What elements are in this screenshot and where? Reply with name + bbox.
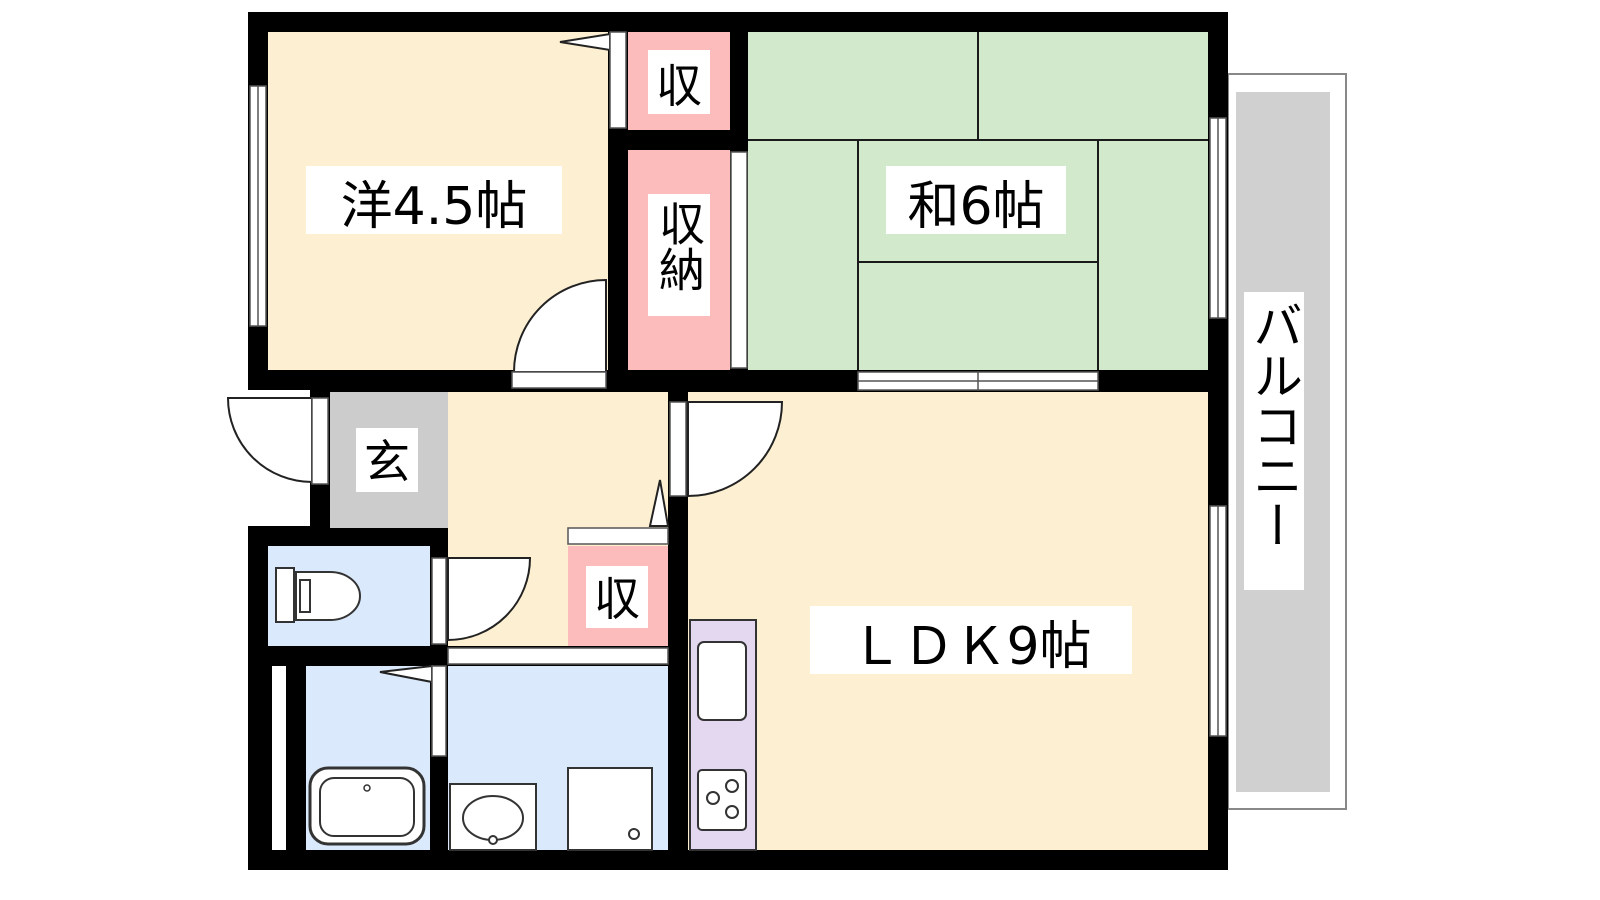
kitchen-counter <box>689 619 757 851</box>
label-closet-storage: 収納 <box>652 200 706 292</box>
balcony-label-bg <box>1244 292 1304 590</box>
label-bg-closet-storage <box>648 194 710 316</box>
toilet-fixture <box>275 567 361 623</box>
label-bg-ldk <box>810 606 1132 674</box>
kitchen-stove <box>697 769 747 831</box>
label-bg-japanese <box>886 166 1066 234</box>
door-closet-mid <box>648 479 670 527</box>
doors <box>226 32 784 684</box>
window-storage-side <box>730 151 748 369</box>
door-entrance <box>226 397 313 484</box>
wash-basin <box>449 783 537 851</box>
balcony: バルコニー <box>1227 73 1347 810</box>
balcony-label: バルコニー <box>1245 300 1303 550</box>
label-western: 洋4.5帖 <box>341 177 528 237</box>
tatami-lines <box>748 32 1208 370</box>
label-bg-entrance <box>356 428 418 492</box>
label-japanese: 和6帖 <box>907 177 1044 237</box>
label-entrance: 玄 <box>364 435 410 489</box>
washing-machine <box>567 767 653 851</box>
label-bg-western <box>306 166 562 234</box>
kitchen-sink <box>697 641 747 721</box>
door-ldk <box>687 401 784 498</box>
door-western <box>512 278 607 373</box>
bathtub <box>308 766 426 846</box>
label-closet-mid: 収 <box>594 572 640 626</box>
label-closet-top: 収 <box>656 59 702 113</box>
label-ldk: ＬＤＫ9帖 <box>850 617 1091 677</box>
door-toilet <box>447 557 532 642</box>
label-bg-closet-mid <box>586 566 648 628</box>
label-bg-closet-top <box>648 50 710 114</box>
door-frames <box>311 31 687 757</box>
bath-side-strip <box>272 666 286 850</box>
